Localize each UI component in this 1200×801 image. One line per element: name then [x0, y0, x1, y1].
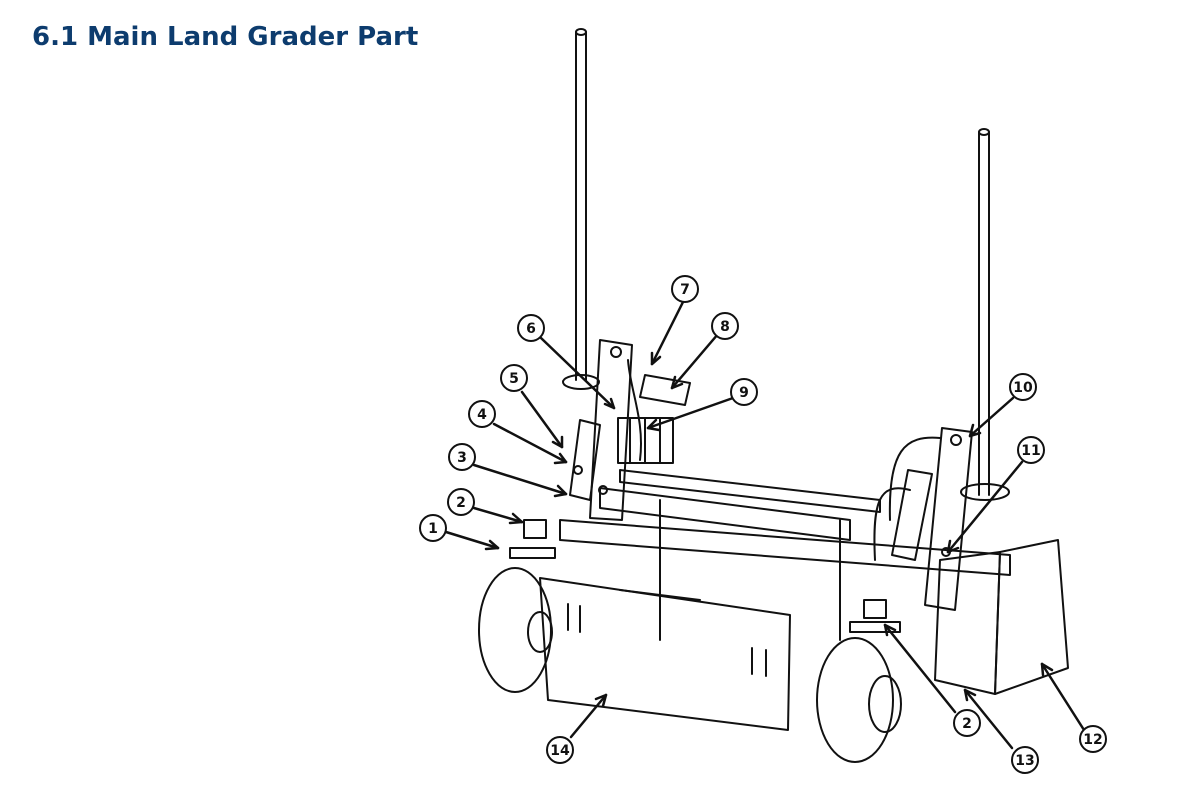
- callout-7: 7: [671, 275, 699, 303]
- svg-text:6: 6: [526, 321, 536, 337]
- wheel-left: [478, 567, 553, 693]
- blade-front: [539, 577, 791, 731]
- svg-text:14: 14: [550, 743, 570, 759]
- svg-text:7: 7: [680, 282, 690, 298]
- wheel-right: [816, 637, 902, 763]
- svg-text:3: 3: [457, 450, 467, 466]
- mast-mount-plate-right: [960, 483, 1010, 501]
- callout-9: 9: [730, 378, 758, 406]
- svg-text:4: 4: [477, 407, 487, 423]
- hydraulic-hoses: [627, 359, 941, 561]
- pivot-assembly-right: [849, 599, 901, 633]
- callout-12: 12: [1079, 725, 1107, 753]
- svg-text:13: 13: [1015, 753, 1034, 769]
- svg-text:5: 5: [509, 371, 519, 387]
- page-title: 6.1 Main Land Grader Parts: [32, 22, 418, 52]
- valve-block: [617, 417, 674, 464]
- svg-text:9: 9: [739, 385, 749, 401]
- svg-text:2: 2: [456, 495, 466, 511]
- svg-text:10: 10: [1013, 380, 1033, 396]
- main-frame: [559, 469, 1011, 641]
- callout-11: 11: [1017, 436, 1045, 464]
- leader-arrows: [444, 300, 1086, 750]
- pivot-assembly-left: [509, 519, 556, 559]
- lift-arm-right: [891, 427, 973, 611]
- valve-bracket: [639, 374, 691, 406]
- svg-text:11: 11: [1021, 443, 1040, 459]
- callout-14: 14: [546, 736, 574, 764]
- callout-5: 5: [500, 364, 528, 392]
- callout-2: 2: [447, 488, 475, 516]
- svg-text:1: 1: [428, 521, 438, 537]
- lift-arm-left: [569, 339, 633, 521]
- callout-2-rear: 2: [953, 709, 981, 737]
- callout-13: 13: [1011, 746, 1039, 774]
- callout-1: 1: [419, 514, 447, 542]
- callout-3: 3: [448, 443, 476, 471]
- callout-6: 6: [517, 314, 545, 342]
- svg-text:12: 12: [1083, 732, 1102, 748]
- laser-mast-right: [978, 128, 990, 496]
- svg-text:2: 2: [962, 716, 972, 732]
- callout-10: 10: [1009, 373, 1037, 401]
- callout-8: 8: [711, 312, 739, 340]
- laser-mast-left: [575, 28, 587, 381]
- callout-4: 4: [468, 400, 496, 428]
- blade-rear: [934, 539, 1069, 695]
- svg-text:8: 8: [720, 319, 730, 335]
